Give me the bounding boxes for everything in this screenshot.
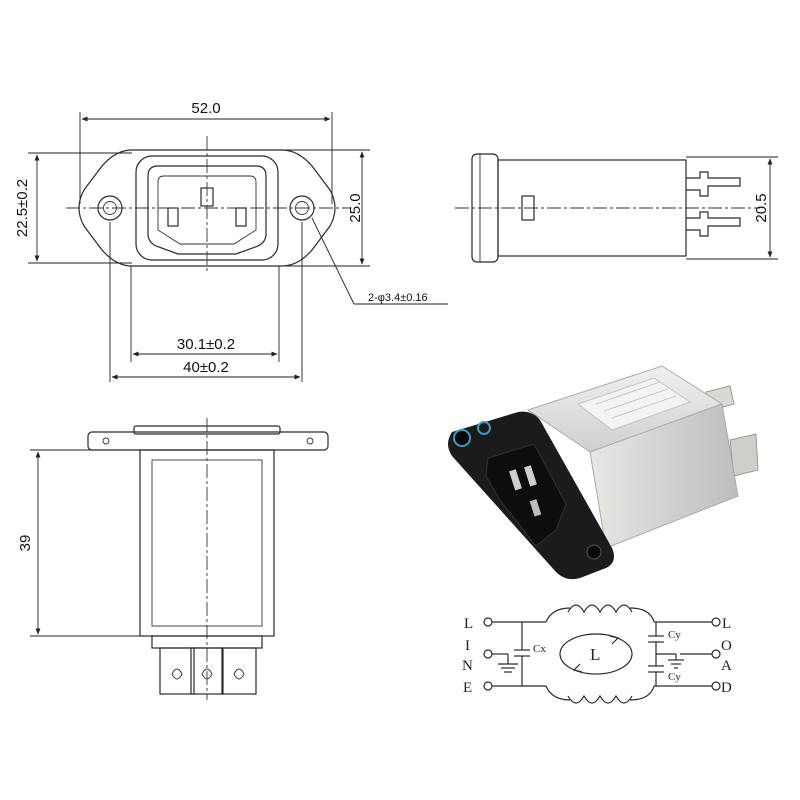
- dim-body-height: 25.0: [347, 193, 364, 222]
- cy-top-label: Cy: [668, 629, 681, 641]
- line-letter-1: L: [464, 616, 473, 632]
- line-letter-2: I: [465, 638, 470, 654]
- cx-label: Cx: [533, 643, 546, 655]
- dim-hole-spec: 2-φ3.4±0.16: [368, 292, 428, 304]
- inductor-label: L: [590, 645, 600, 664]
- front-view: 52.0 22.5±0.2 25.0 2-φ3.4±0.16 30.1±0.2 …: [14, 100, 448, 382]
- dim-overall-width: 52.0: [191, 100, 220, 117]
- dim-hole-spacing: 40±0.2: [183, 359, 229, 376]
- load-letter-4: D: [721, 680, 732, 696]
- line-letter-3: N: [462, 658, 473, 674]
- filter-schematic: Cx Cy Cy L L I N E L O A D: [462, 604, 732, 704]
- load-letter-1: L: [722, 616, 731, 632]
- line-letter-4: E: [463, 680, 472, 696]
- side-view: 20.5: [455, 153, 778, 263]
- product-photo: [448, 365, 759, 580]
- load-letter-3: A: [721, 658, 732, 674]
- dim-inner-width: 30.1±0.2: [177, 336, 235, 353]
- dim-body-length: 39: [17, 535, 34, 552]
- dim-side-height: 20.5: [753, 193, 770, 222]
- bottom-view: 39: [17, 418, 329, 700]
- load-letter-2: O: [721, 638, 732, 654]
- cy-bottom-label: Cy: [668, 671, 681, 683]
- dim-flange-height: 22.5±0.2: [14, 179, 31, 237]
